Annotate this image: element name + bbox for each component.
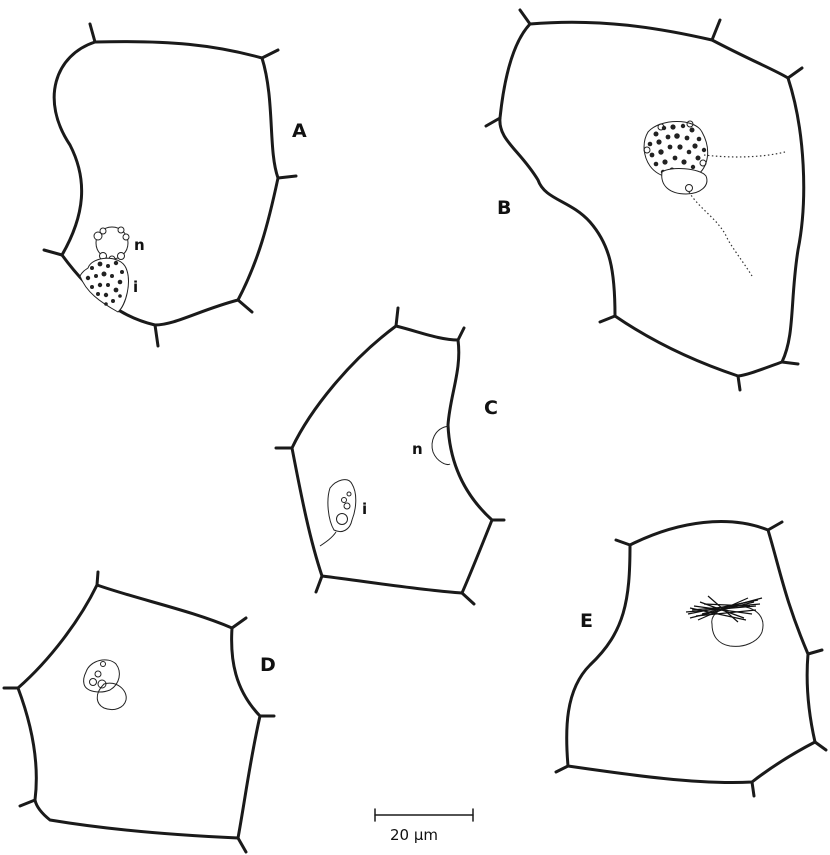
panel-b-letter: B — [497, 197, 511, 219]
cell-b-cytoplasmic-strand-lower — [689, 192, 752, 276]
cell-b-wall — [500, 22, 804, 376]
cell-b-nucleus — [662, 169, 707, 194]
panel-d-letter: D — [260, 654, 276, 676]
cell-d-inclusion — [84, 660, 127, 710]
cell-c-wall — [292, 326, 492, 593]
panel-a: A n i — [44, 24, 307, 346]
panel-e-letter: E — [580, 610, 593, 632]
panel-d: D — [4, 572, 276, 852]
cell-d-wall-stubs — [4, 572, 274, 852]
panel-a-letter: A — [292, 120, 307, 142]
cell-e-wall — [567, 522, 815, 783]
cell-b-cytoplasmic-strand-upper — [704, 152, 785, 157]
panel-a-nucleus-label: n — [134, 236, 145, 254]
cell-d-wall — [18, 585, 260, 838]
cell-c-wall-stubs — [276, 308, 504, 604]
scale-bar-label: 20 μm — [390, 826, 438, 844]
panel-a-inclusion-label: i — [133, 278, 138, 296]
scale-bar: 20 μm — [375, 809, 473, 844]
panel-c-inclusion-label: i — [362, 500, 367, 518]
cell-a-nucleus — [94, 227, 129, 262]
panel-c-nucleus-label: n — [412, 440, 423, 458]
cell-a-inclusion — [80, 258, 128, 312]
panel-c-letter: C — [484, 397, 498, 419]
panel-b: B — [486, 10, 804, 390]
panel-e: E — [556, 522, 826, 796]
cell-c-inclusion — [320, 480, 356, 546]
panel-c: C n i — [276, 308, 504, 604]
